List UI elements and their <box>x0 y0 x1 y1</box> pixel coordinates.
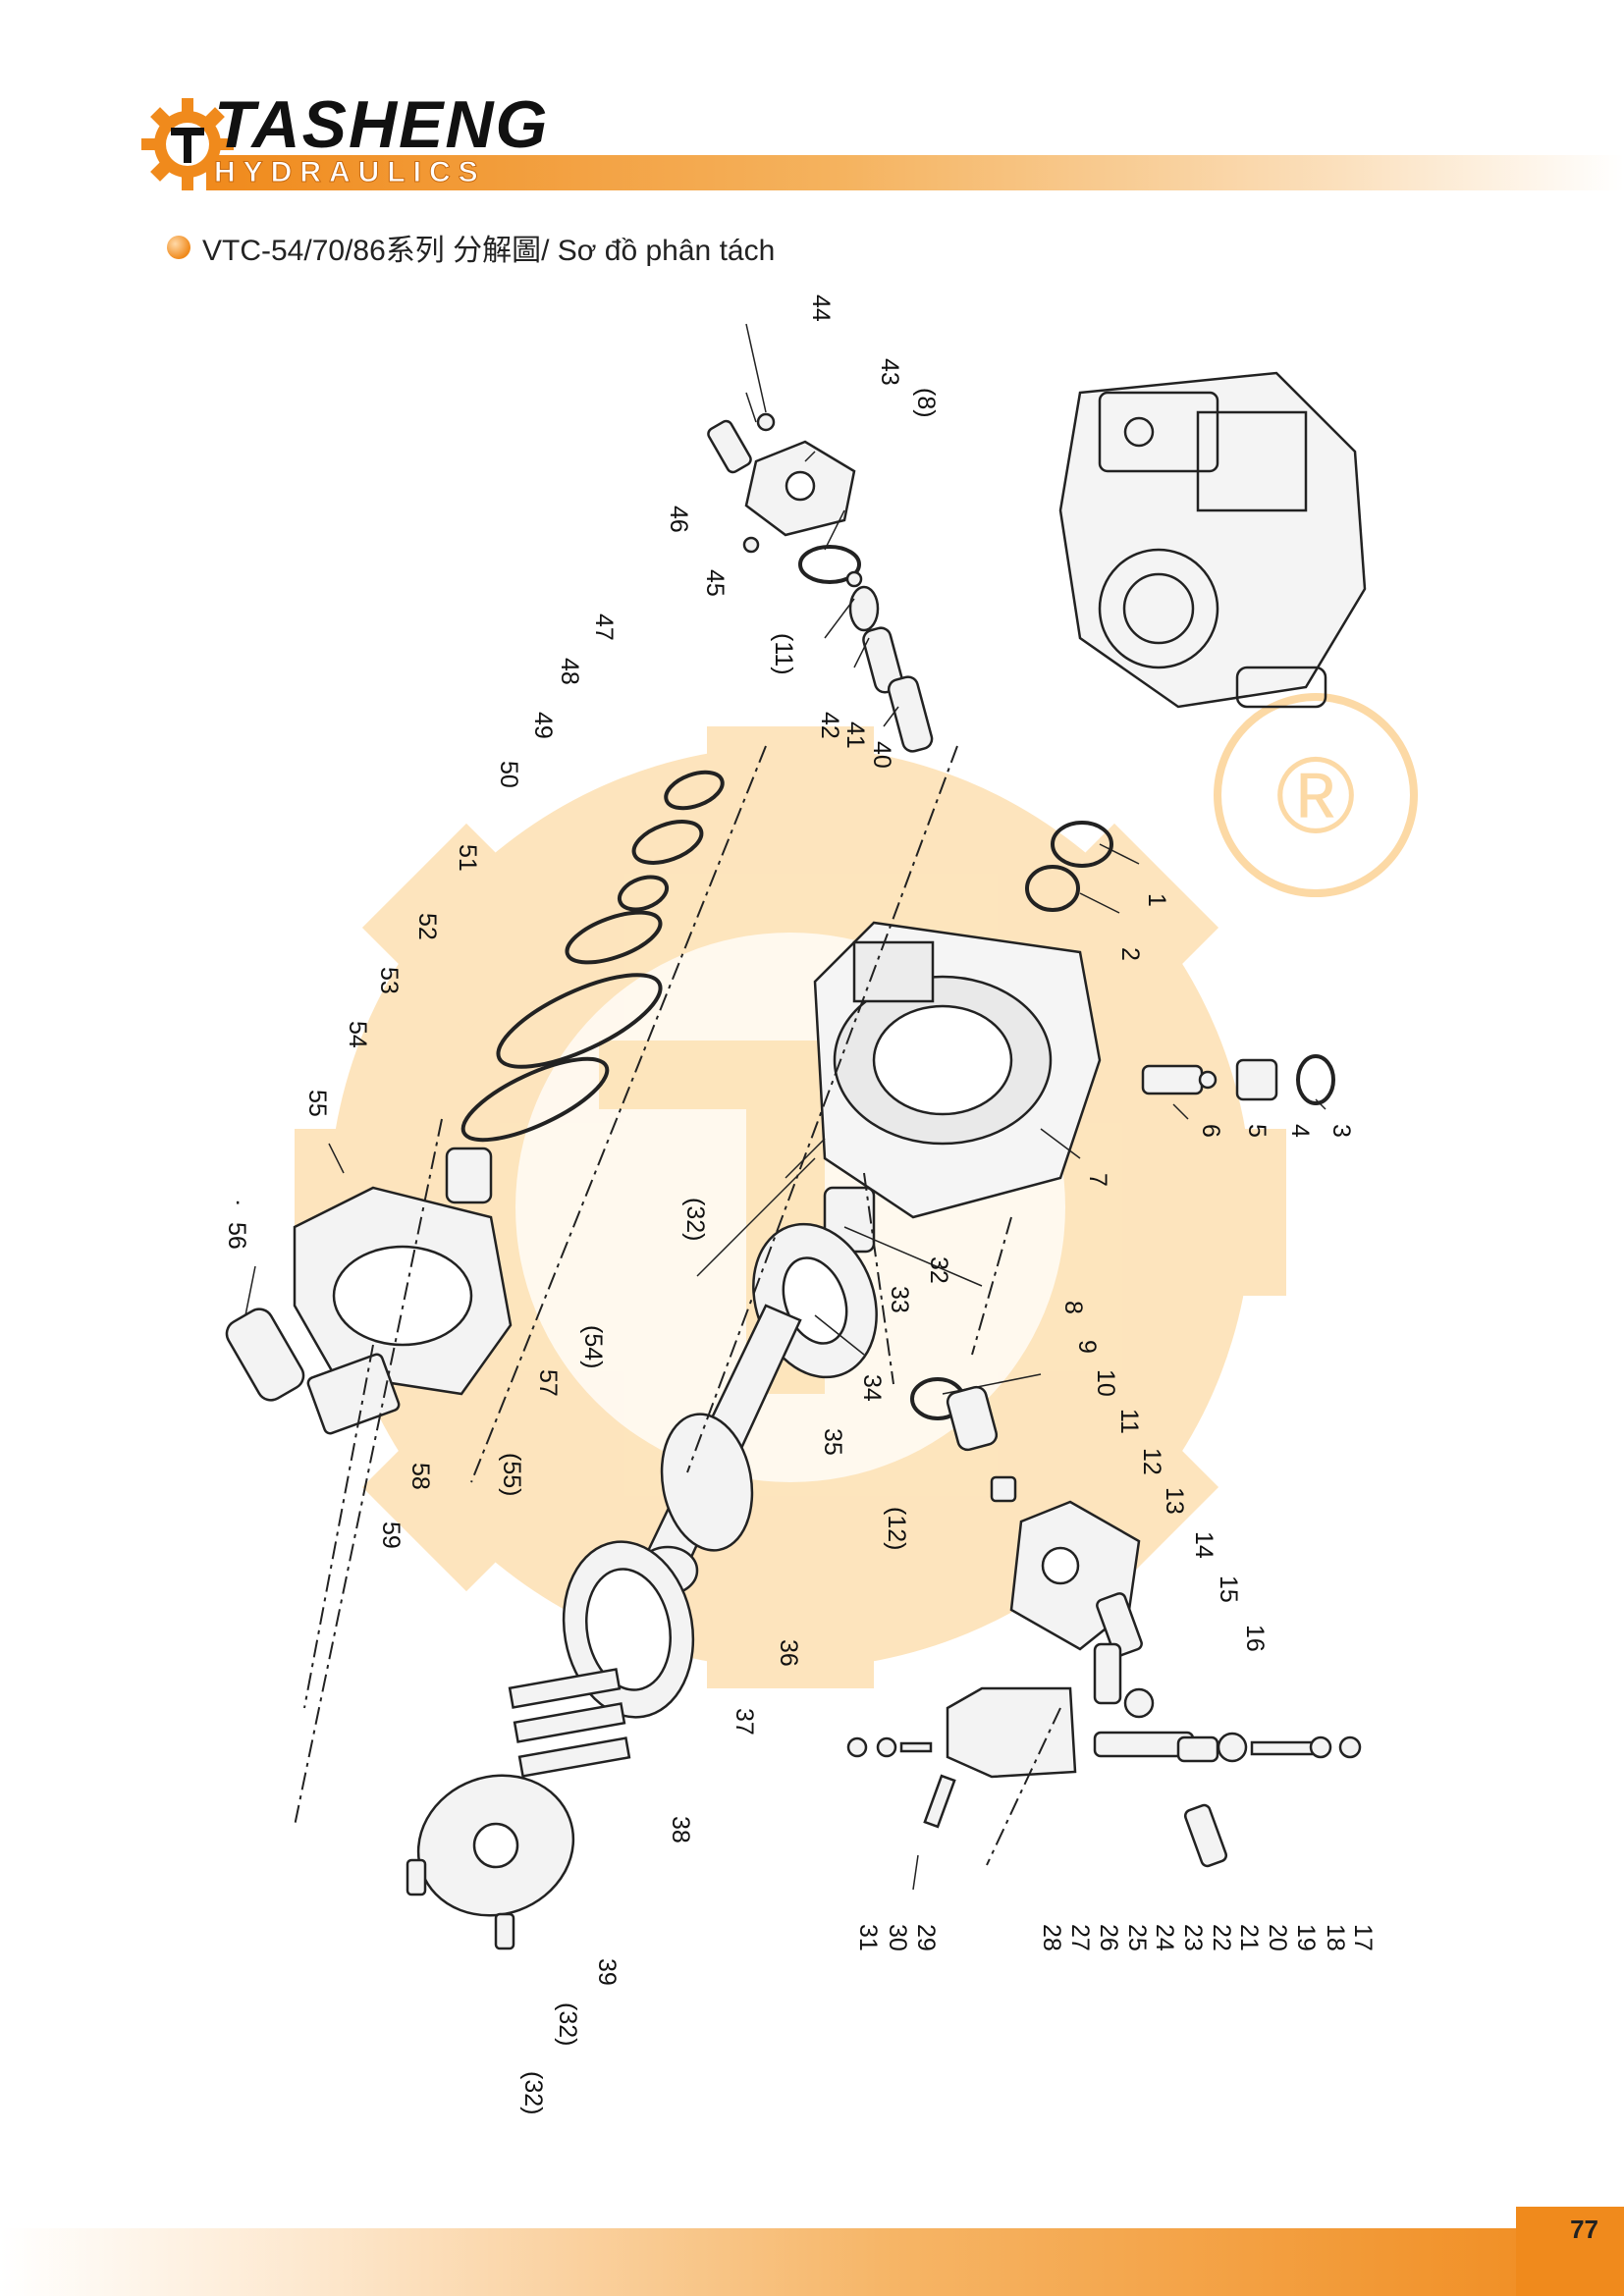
part-label-59: 59 <box>377 1522 405 1549</box>
part-label-2: 2 <box>1116 947 1144 961</box>
part-label-41: 41 <box>841 721 869 749</box>
part-label-4: 4 <box>1286 1124 1314 1138</box>
part-label-38: 38 <box>667 1816 694 1843</box>
part-label-55: 55 <box>303 1090 331 1117</box>
compensator-valve-drawing <box>846 1500 1362 1868</box>
part-label-32-ref-a: (32) <box>681 1198 709 1241</box>
part-label-23: 23 <box>1179 1924 1207 1951</box>
part-label-35: 35 <box>819 1428 846 1456</box>
part-label-6: 6 <box>1197 1124 1224 1138</box>
part-label-30: 30 <box>884 1924 911 1951</box>
part-label-40: 40 <box>868 741 895 769</box>
part-label-21: 21 <box>1235 1924 1263 1951</box>
part-label-12: 12 <box>1138 1448 1165 1475</box>
brand-subtitle: HYDRAULICS <box>214 156 486 188</box>
part-label-43: 43 <box>876 358 903 386</box>
part-label-32-ref-b: (32) <box>554 2002 581 2046</box>
part-label-32: 32 <box>925 1256 952 1284</box>
page-number: 77 <box>1570 2215 1598 2244</box>
o-rings-drawing <box>460 545 1335 1420</box>
part-label-36: 36 <box>775 1639 802 1667</box>
part-label-22: 22 <box>1208 1924 1235 1951</box>
gear-t-logo-icon <box>141 98 234 190</box>
part-label-54-ref: (54) <box>579 1325 607 1368</box>
part-label-54: 54 <box>344 1021 371 1048</box>
part-leader-lines <box>244 323 1326 1891</box>
page-title: VTC-54/70/86系列 分解圖/ Sơ đồ phân tách <box>202 235 776 267</box>
part-label-26: 26 <box>1095 1924 1122 1951</box>
part-label-48: 48 <box>556 658 583 685</box>
part-label-37: 37 <box>731 1708 758 1735</box>
part-label-25: 25 <box>1123 1924 1151 1951</box>
part-label-16: 16 <box>1241 1625 1269 1652</box>
part-label-7: 7 <box>1084 1173 1111 1187</box>
part-label-8-ref: (8) <box>912 388 940 418</box>
orange-circle-bullet-icon <box>167 236 190 259</box>
pump-housing-drawing <box>813 921 1102 1219</box>
part-label-18: 18 <box>1322 1924 1349 1951</box>
part-label-44: 44 <box>807 294 835 322</box>
brand-name: TASHENG <box>214 87 550 162</box>
part-label-47: 47 <box>590 614 618 641</box>
part-label-51: 51 <box>454 844 481 872</box>
part-label-10: 10 <box>1092 1369 1119 1397</box>
part-label-49: 49 <box>529 712 557 739</box>
part-label-32-ref-c: (32) <box>519 2071 547 2114</box>
part-label-12-ref: (12) <box>883 1507 910 1550</box>
part-label-57: 57 <box>534 1369 562 1397</box>
part-label-13: 13 <box>1161 1487 1188 1515</box>
header-color-band <box>206 155 1624 190</box>
part-number-labels: 1 2 3 4 5 6 7 8 9 10 11 12 13 14 15 16 1… <box>223 294 1377 2114</box>
part-label-34: 34 <box>858 1374 886 1402</box>
part-label-11-ref: (11) <box>770 633 797 675</box>
part-label-19: 19 <box>1292 1924 1320 1951</box>
part-label-29: 29 <box>912 1924 940 1951</box>
part-label-5: 5 <box>1243 1124 1271 1138</box>
page-title-row: VTC-54/70/86系列 分解圖/ Sơ đồ phân tách <box>167 228 775 267</box>
part-label-3: 3 <box>1327 1124 1355 1138</box>
part-label-9: 9 <box>1073 1340 1101 1354</box>
part-label-14: 14 <box>1190 1531 1218 1559</box>
part-label-50: 50 <box>495 761 522 788</box>
part-label-55-ref: (55) <box>498 1453 525 1496</box>
part-label-31: 31 <box>854 1924 882 1951</box>
part-label-27: 27 <box>1066 1924 1094 1951</box>
part-label-45: 45 <box>701 569 729 597</box>
part-label-15: 15 <box>1215 1575 1242 1603</box>
part-label-dot: · <box>234 1188 242 1215</box>
part-label-42: 42 <box>816 712 843 739</box>
part-label-58: 58 <box>406 1463 434 1490</box>
part-label-20: 20 <box>1264 1924 1291 1951</box>
part-label-33: 33 <box>886 1286 913 1313</box>
registered-mark: ® <box>1275 735 1355 856</box>
part-label-1: 1 <box>1143 893 1170 907</box>
part-label-52: 52 <box>413 913 441 940</box>
part-label-11: 11 <box>1115 1409 1143 1434</box>
part-label-46: 46 <box>665 506 692 533</box>
internal-parts-drawing <box>225 1147 878 1950</box>
part-label-17: 17 <box>1349 1924 1377 1951</box>
assembled-pump-drawing <box>1058 371 1367 709</box>
part-label-56: 56 <box>223 1222 250 1250</box>
top-cover-drawing <box>707 412 1278 1503</box>
page-number-box <box>1516 2207 1624 2296</box>
part-label-39: 39 <box>593 1958 621 1986</box>
part-label-24: 24 <box>1151 1924 1178 1951</box>
assembly-centerlines <box>294 745 1061 1866</box>
footer-color-band <box>0 2228 1624 2296</box>
part-label-28: 28 <box>1038 1924 1065 1951</box>
part-label-8: 8 <box>1059 1301 1087 1314</box>
part-label-53: 53 <box>375 967 403 994</box>
